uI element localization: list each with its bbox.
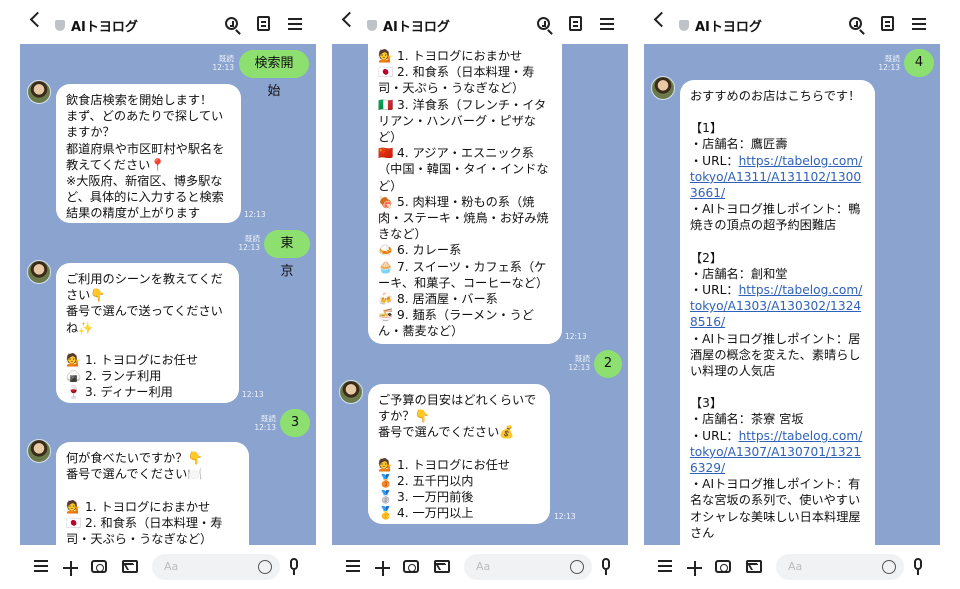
bot-avatar[interactable] bbox=[339, 380, 363, 404]
message-time: 12:13 bbox=[244, 210, 266, 219]
shop-index: 【1】 bbox=[690, 121, 723, 136]
microphone-icon[interactable] bbox=[602, 558, 610, 575]
shop-url-link[interactable]: https://tabelog.com/tokyo/A1311/A131102/… bbox=[690, 153, 863, 201]
note-icon[interactable] bbox=[257, 16, 270, 31]
bot-avatar[interactable] bbox=[27, 80, 51, 104]
image-icon[interactable] bbox=[746, 560, 762, 573]
chat-title: AIトヨログ bbox=[71, 20, 138, 35]
image-icon[interactable] bbox=[434, 560, 450, 573]
shop-name: ・店舗名：創和堂 bbox=[690, 266, 788, 281]
shop-name: ・店舗名：鷹匠壽 bbox=[690, 137, 788, 152]
shop-index: 【3】 bbox=[690, 396, 723, 411]
my-message: 3 bbox=[280, 409, 310, 437]
input-bar: Aa bbox=[644, 545, 940, 589]
bot-message: 💁 1. トヨログにおまかせ 🇯🇵 2. 和食系（日本料理・寿司・天ぷら・うなぎ… bbox=[368, 44, 562, 344]
microphone-icon[interactable] bbox=[914, 558, 922, 575]
camera-icon[interactable] bbox=[403, 560, 419, 573]
shop-point: ・AIトヨログ推しポイント：有名な宮坂の系列で、使いやすいオシャレな美味しい日本… bbox=[690, 477, 861, 540]
bot-message: 何が食べたいですか？👇 番号で選んでください🍽️ 💁 1. トヨログにおまかせ … bbox=[56, 442, 249, 545]
my-message: 東京 bbox=[264, 230, 310, 279]
shop-entry: 【1】 ・店舗名：鷹匠壽 ・URL：https://tabelog.com/to… bbox=[690, 120, 865, 233]
input-bar: Aa bbox=[20, 545, 316, 589]
bot-message: ご利用のシーンを教えてください👇 番号で選んで送ってくださいね✨ 💁 1. トヨ… bbox=[56, 263, 239, 403]
chat-header: AIトヨログ bbox=[20, 0, 316, 44]
shop-entry: 【3】 ・店舗名：茶寮 宮坂 ・URL：https://tabelog.com/… bbox=[690, 395, 865, 541]
shield-icon bbox=[367, 20, 377, 31]
input-placeholder: Aa bbox=[164, 560, 179, 573]
chat-area[interactable]: 💁 1. トヨログにおまかせ 🇯🇵 2. 和食系（日本料理・寿司・天ぷら・うなぎ… bbox=[332, 44, 628, 545]
emoji-icon[interactable] bbox=[570, 560, 584, 574]
search-icon[interactable] bbox=[849, 17, 862, 30]
bot-avatar[interactable] bbox=[651, 76, 675, 100]
chat-title: AIトヨログ bbox=[695, 20, 762, 35]
menu-icon[interactable] bbox=[346, 560, 360, 562]
message-time: 12:13 bbox=[242, 390, 264, 399]
plus-icon[interactable] bbox=[63, 560, 78, 576]
bot-message: ご予算の目安はどれくらいですか？👇 番号で選んでください💰 💁 1. トヨログに… bbox=[368, 384, 550, 524]
my-message: 検索開始 bbox=[239, 50, 309, 99]
menu-icon[interactable] bbox=[34, 560, 48, 562]
message-time: 12:13 bbox=[554, 512, 576, 521]
shop-point: ・AIトヨログ推しポイント：鴨焼きの頂点の超予約困難店 bbox=[690, 202, 861, 233]
bot-avatar[interactable] bbox=[27, 439, 51, 463]
shop-url-label: ・URL： bbox=[690, 428, 739, 443]
my-message: 4 bbox=[904, 49, 934, 77]
camera-icon[interactable] bbox=[91, 560, 107, 573]
bot-recommendation-message: おすすめのお店はこちらです！ 【1】 ・店舗名：鷹匠壽 ・URL：https:/… bbox=[680, 80, 875, 545]
message-time: 12:13 bbox=[565, 332, 587, 341]
message-input[interactable]: Aa bbox=[464, 554, 592, 580]
bot-message: 飲食店検索を開始します！ まず、どのあたりで探していますか？ 都道府県や市区町村… bbox=[56, 84, 241, 223]
search-icon[interactable] bbox=[537, 17, 550, 30]
camera-icon[interactable] bbox=[715, 560, 731, 573]
chat-title: AIトヨログ bbox=[383, 20, 450, 35]
back-arrow-icon[interactable] bbox=[29, 11, 46, 28]
shield-icon bbox=[679, 20, 689, 31]
chat-screen-2: AIトヨログ 💁 1. トヨログにおまかせ 🇯🇵 2. 和食系（日本料理・寿司・… bbox=[332, 0, 628, 589]
menu-icon[interactable] bbox=[288, 18, 302, 20]
shop-url-link[interactable]: https://tabelog.com/tokyo/A1307/A130701/… bbox=[690, 428, 863, 476]
shield-icon bbox=[55, 20, 65, 31]
message-input[interactable]: Aa bbox=[152, 554, 280, 580]
search-icon[interactable] bbox=[225, 17, 238, 30]
emoji-icon[interactable] bbox=[258, 560, 272, 574]
plus-icon[interactable] bbox=[375, 560, 390, 576]
shop-url-link[interactable]: https://tabelog.com/tokyo/A1303/A130302/… bbox=[690, 283, 863, 330]
bot-avatar[interactable] bbox=[27, 260, 51, 284]
plus-icon[interactable] bbox=[687, 560, 702, 576]
menu-icon[interactable] bbox=[658, 560, 672, 562]
shop-url-label: ・URL： bbox=[690, 153, 739, 168]
note-icon[interactable] bbox=[569, 16, 582, 31]
recommendation-intro: おすすめのお店はこちらです！ bbox=[690, 89, 861, 103]
chat-header: AIトヨログ bbox=[644, 0, 940, 44]
back-arrow-icon[interactable] bbox=[341, 11, 358, 28]
note-icon[interactable] bbox=[881, 16, 894, 31]
back-arrow-icon[interactable] bbox=[653, 11, 670, 28]
shop-index: 【2】 bbox=[690, 250, 723, 265]
image-icon[interactable] bbox=[122, 560, 138, 573]
menu-icon[interactable] bbox=[912, 18, 926, 20]
my-message: 2 bbox=[594, 350, 622, 378]
shop-point: ・AIトヨログ推しポイント：居酒屋の概念を変えた、素晴らしい料理の人気店 bbox=[690, 331, 861, 379]
menu-icon[interactable] bbox=[600, 18, 614, 20]
shop-url-label: ・URL： bbox=[690, 283, 739, 298]
shop-entry: 【2】 ・店舗名：創和堂 ・URL：https://tabelog.com/to… bbox=[690, 250, 865, 380]
emoji-icon[interactable] bbox=[882, 560, 896, 574]
microphone-icon[interactable] bbox=[290, 558, 298, 575]
message-input[interactable]: Aa bbox=[776, 554, 904, 580]
shop-name: ・店舗名：茶寮 宮坂 bbox=[690, 412, 804, 427]
input-placeholder: Aa bbox=[476, 560, 491, 573]
chat-header: AIトヨログ bbox=[332, 0, 628, 44]
input-placeholder: Aa bbox=[788, 560, 803, 573]
input-bar: Aa bbox=[332, 545, 628, 589]
